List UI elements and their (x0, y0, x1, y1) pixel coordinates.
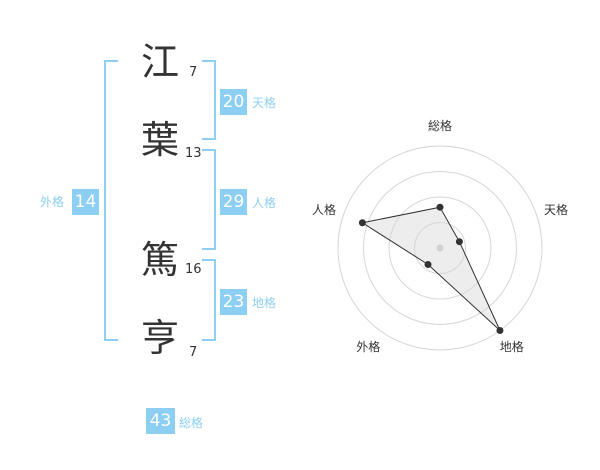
gaikaku-value: 14 (72, 189, 99, 215)
name-char-2: 葉 (140, 118, 179, 162)
radar-center-dot (436, 244, 444, 252)
radar-ring (363, 171, 517, 325)
name-char-1: 江 (140, 40, 179, 84)
tenkaku-bracket (202, 60, 216, 140)
radar-point (496, 327, 504, 335)
tenkaku-value: 20 (220, 89, 247, 115)
radar-rings (337, 145, 543, 351)
radar-point (424, 261, 432, 269)
soukaku-label: 総格 (179, 416, 204, 430)
radar-point (455, 238, 463, 246)
chikaku-value: 23 (220, 289, 247, 315)
gaikaku-label: 外格 (40, 195, 65, 209)
name-char-3: 篤 (140, 238, 179, 282)
radar-axis-label: 人格 (311, 203, 336, 218)
tenkaku-label: 天格 (252, 96, 277, 110)
jinkaku-value: 29 (220, 189, 247, 215)
radar-ring (337, 145, 543, 351)
jinkaku-label: 人格 (252, 196, 277, 210)
radar-ring (388, 196, 492, 300)
radar-point (358, 219, 366, 227)
stroke-count-3: 16 (185, 262, 202, 277)
radar-polygon (361, 206, 501, 331)
soukaku-value: 43 (146, 408, 175, 434)
radar-axis-label: 天格 (544, 203, 569, 218)
stroke-count-1: 7 (189, 65, 198, 80)
radar-ring (414, 222, 466, 274)
gaikaku-bracket (104, 60, 118, 341)
chikaku-bracket (202, 259, 216, 341)
stroke-count-4: 7 (189, 345, 198, 360)
chikaku-label: 地格 (252, 296, 277, 310)
jinkaku-bracket (202, 149, 216, 250)
radar-polygon-group (358, 203, 504, 335)
name-char-4: 亨 (140, 316, 179, 360)
radar-point (436, 203, 444, 211)
radar-axis-label: 総格 (428, 119, 453, 133)
radar-axis-label: 外格 (356, 339, 381, 354)
radar-axis-label: 地格 (499, 339, 524, 354)
stroke-count-2: 13 (185, 146, 202, 161)
